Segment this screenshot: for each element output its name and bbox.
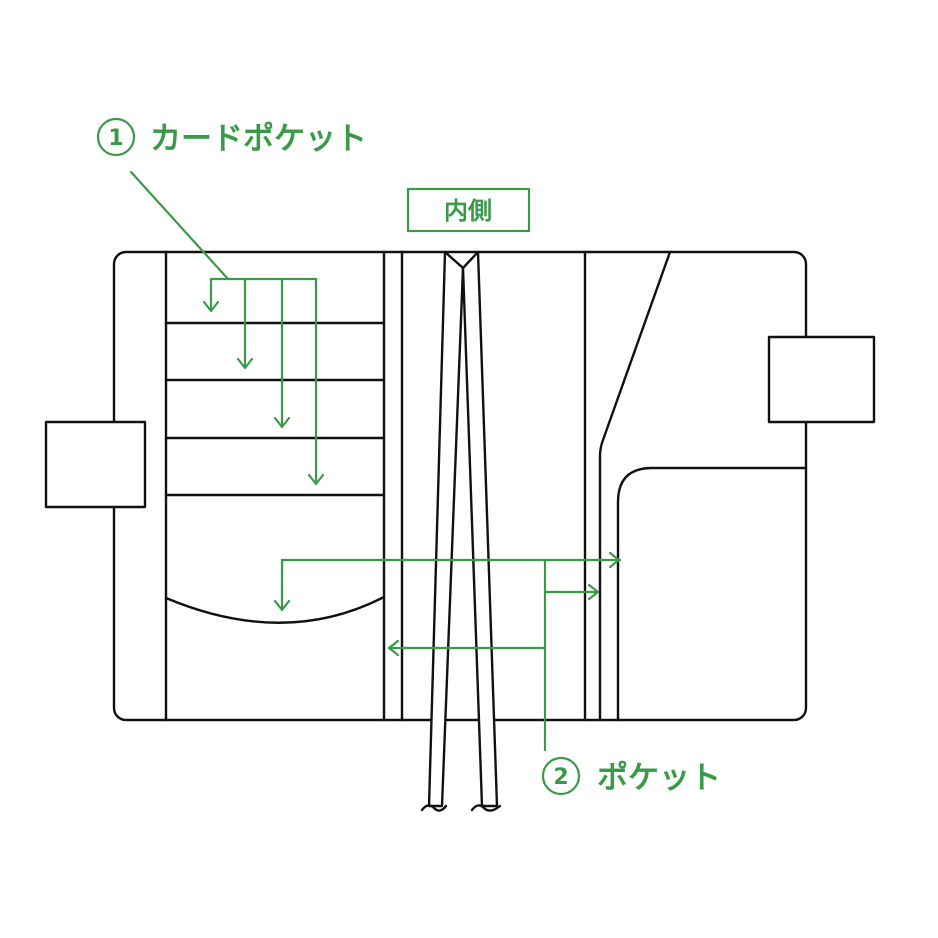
right-pocket [616,466,808,722]
bookmark-ribbons [420,250,502,812]
arrowhead-icon [608,551,621,569]
arrowhead-icon [387,639,400,657]
card-pocket-number: 1 [108,126,123,151]
pocket-text: ポケット [597,760,721,796]
pocket-label: 2 ポケット [541,756,721,796]
pocket-number: 2 [553,765,568,790]
number-circle-icon [541,756,581,796]
arrowhead-icon [307,473,325,486]
inside-text: 内側 [444,197,492,225]
planner-body [44,250,876,722]
arrowhead-icon [273,416,291,429]
card-pocket-text: カードポケット [150,121,367,157]
left-closure-tab [44,420,147,509]
card-pocket-label: 1 カードポケット [96,117,367,157]
card-pocket-slots [164,321,386,624]
pocket-leaders [273,551,622,752]
right-closure-tab [767,335,876,424]
inside-label: 内側 [406,187,531,233]
card-pocket-leaders [129,170,325,486]
arrowhead-icon [202,300,220,313]
arrowhead-icon [587,583,600,601]
number-circle-icon [96,117,136,157]
arrowhead-icon [236,357,254,370]
arrowhead-icon [273,599,291,612]
